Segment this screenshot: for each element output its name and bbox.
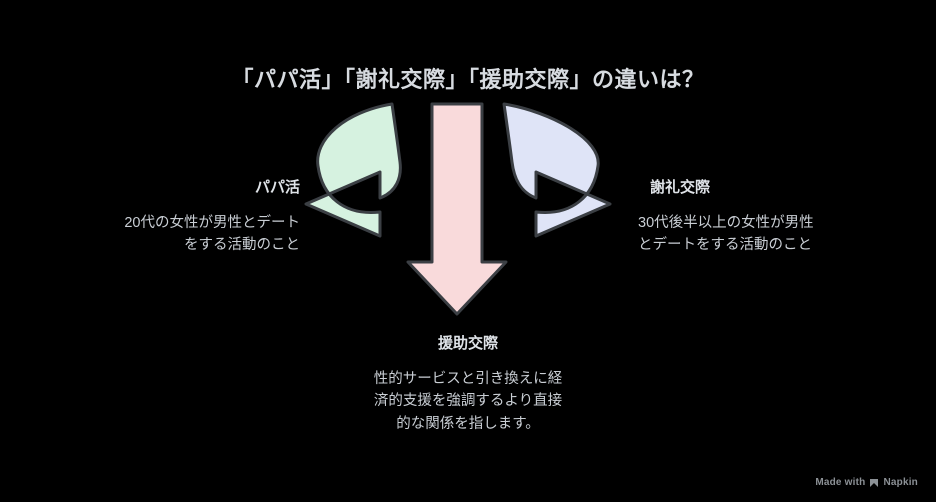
node-description-right-line1: 30代後半以上の女性が男性 とデートをする活動のこと <box>638 215 814 254</box>
node-label-right: 謝礼交際 <box>650 179 711 196</box>
page-title: 「パパ活」「謝礼交際」「援助交際」の違いは？ <box>231 67 705 92</box>
arrow-right-blue <box>502 102 612 238</box>
node-description-bottom-line1: 性的サービスと引き換えに経 済的支援を強調するより直接 的な関係を指します。 <box>373 371 563 432</box>
node-description-bottom: 性的サービスと引き換えに経 済的支援を強調するより直接 的な関係を指します。 <box>318 368 618 435</box>
node-label-bottom: 援助交際 <box>437 335 498 352</box>
arrow-down-pink <box>406 102 508 316</box>
node-description-right: 30代後半以上の女性が男性 とデートをする活動のこと <box>638 212 910 257</box>
node-description-left-line1: 20代の女性が男性とデート をする活動のこと <box>124 215 300 254</box>
arrow-left-green <box>304 102 402 238</box>
node-label-left: パパ活 <box>254 179 300 196</box>
napkin-logo-icon <box>869 478 879 488</box>
watermark: Made with Napkin <box>815 477 918 488</box>
node-description-left: 20代の女性が男性とデート をする活動のこと <box>30 212 300 257</box>
watermark-brand: Napkin <box>883 477 918 488</box>
watermark-text: Made with <box>815 477 866 488</box>
